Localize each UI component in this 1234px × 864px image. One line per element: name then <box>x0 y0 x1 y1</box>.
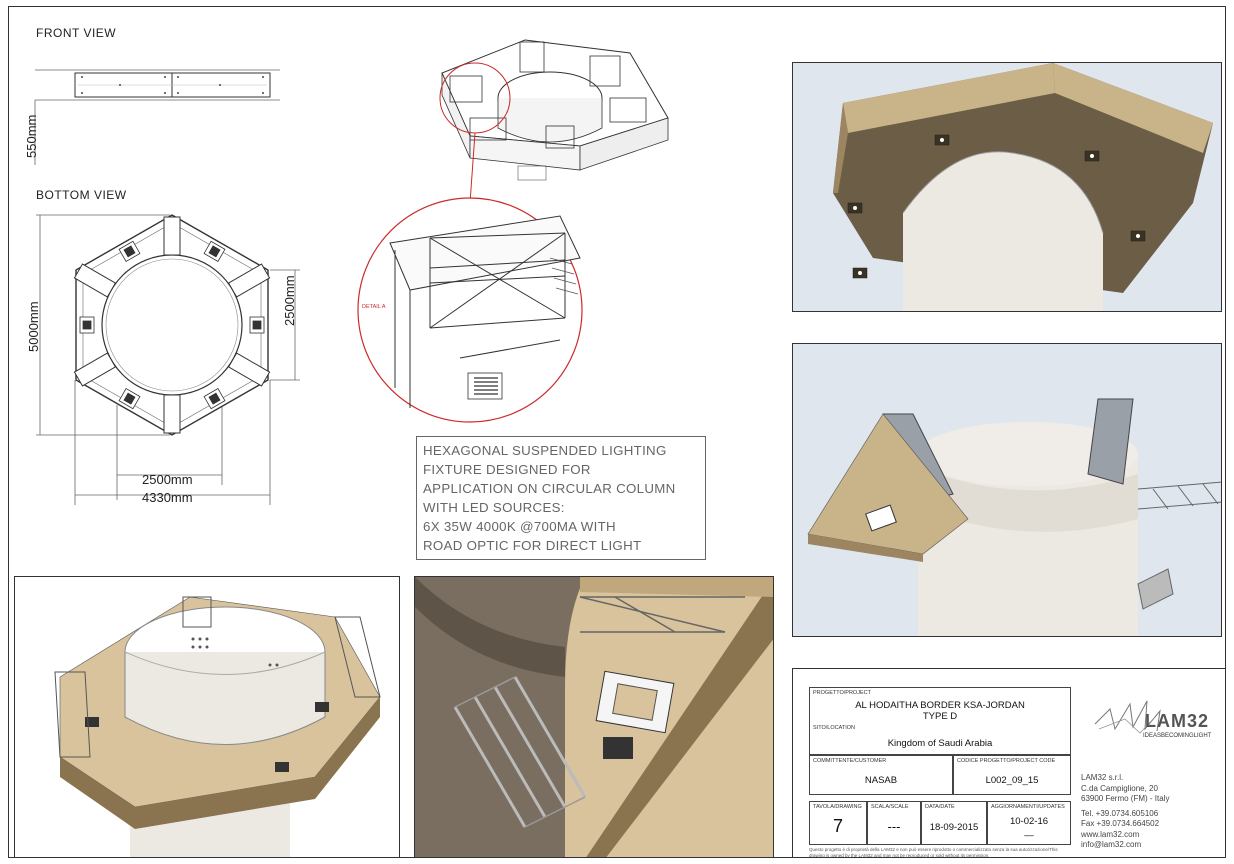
lam32-logo <box>1094 700 1161 734</box>
fax-number: Fax +39.0734.664502 <box>1081 819 1160 828</box>
copyright-notice: Questo progetto è di proprietà della LAM… <box>809 847 1058 858</box>
bottom-height-dimension: 5000mm <box>26 301 41 352</box>
scale-cell: SCALA/SCALE --- <box>867 801 921 845</box>
logo-text: LAM32 <box>1145 711 1210 731</box>
customer-value: NASAB <box>864 775 898 786</box>
customer-cell: COMMITTENTE/CUSTOMER NASAB <box>809 755 953 795</box>
front-view-drawing <box>34 69 280 165</box>
drawing-cell: TAVOLA/DRAWING 7 <box>809 801 867 845</box>
address-line-2: 63900 Fermo (FM) - Italy <box>1081 794 1170 803</box>
website: www.lam32.com <box>1081 829 1140 839</box>
update-mark: — <box>1024 830 1034 841</box>
description-line: APPLICATION ON CIRCULAR COLUMN <box>423 481 676 496</box>
customer-label: COMMITTENTE/CUSTOMER <box>813 758 887 764</box>
bottom-inner-width-dimension: 2500mm <box>142 472 193 487</box>
title-block: PROGETTO/PROJECT AL HODAITHA BORDER KSA-… <box>792 668 1226 858</box>
location-label: SITO/LOCATION <box>813 725 855 731</box>
phone-number: Tel. +39.0734.605106 <box>1081 808 1159 818</box>
detail-a-label: DETAIL A <box>362 304 386 310</box>
project-code-label: CODICE PROGETTO/PROJECT CODE <box>957 758 1056 764</box>
date-label: DATA/DATE <box>925 804 955 810</box>
front-view-label: FRONT VIEW <box>36 26 117 40</box>
updates-cell: AGGIORNAMENTI/UPDATES 10-02-16 — <box>987 801 1071 845</box>
project-name: AL HODAITHA BORDER KSA-JORDAN <box>855 700 1025 711</box>
scale-label: SCALA/SCALE <box>871 804 909 810</box>
render-bottom-perspective <box>792 62 1222 312</box>
logo-tagline: IDEASBECOMINGLIGHT <box>1143 733 1212 739</box>
project-code-cell: CODICE PROGETTO/PROJECT CODE L002_09_15 <box>953 755 1071 795</box>
render-side-perspective <box>792 343 1222 637</box>
front-height-dimension: 550mm <box>24 114 39 158</box>
project-code-value: L002_09_15 <box>985 775 1039 786</box>
date-value: 18-09-2015 <box>929 822 979 833</box>
update-date: 10-02-16 <box>1009 816 1049 827</box>
project-cell: PROGETTO/PROJECT AL HODAITHA BORDER KSA-… <box>809 687 1071 755</box>
scale-value: --- <box>887 819 901 834</box>
email: info@lam32.com <box>1081 840 1142 849</box>
drawing-number: 7 <box>832 816 843 836</box>
description-line: FIXTURE DESIGNED FOR <box>423 462 591 477</box>
render-top-perspective <box>14 576 400 858</box>
company-name: LAM32 s.r.l. <box>1081 773 1124 782</box>
description-line: ROAD OPTIC FOR DIRECT LIGHT <box>423 538 642 553</box>
render-detail-perspective <box>414 576 774 858</box>
bottom-view-label: BOTTOM VIEW <box>36 188 127 202</box>
description-line: HEXAGONAL SUSPENDED LIGHTING <box>423 443 667 458</box>
bottom-view-drawing <box>36 214 300 505</box>
isometric-overview-drawing <box>357 39 669 423</box>
address-line-1: C.da Campiglione, 20 <box>1081 783 1158 793</box>
company-address: LAM32 s.r.l. C.da Campiglione, 20 63900 … <box>1081 773 1169 851</box>
date-cell: DATA/DATE 18-09-2015 <box>921 801 987 845</box>
updates-label: AGGIORNAMENTI/UPDATES <box>991 804 1065 810</box>
location-value: Kingdom of Saudi Arabia <box>887 738 993 749</box>
fixture-description: HEXAGONAL SUSPENDED LIGHTING FIXTURE DES… <box>416 436 706 560</box>
bottom-half-height-dimension: 2500mm <box>282 275 297 326</box>
description-line: WITH LED SOURCES: <box>423 500 565 515</box>
project-label: PROGETTO/PROJECT <box>813 690 871 696</box>
drawing-label: TAVOLA/DRAWING <box>813 804 862 810</box>
project-type: TYPE D <box>922 711 958 722</box>
description-line: 6X 35W 4000K @700mA WITH <box>423 519 616 534</box>
bottom-total-width-dimension: 4330mm <box>142 490 193 505</box>
